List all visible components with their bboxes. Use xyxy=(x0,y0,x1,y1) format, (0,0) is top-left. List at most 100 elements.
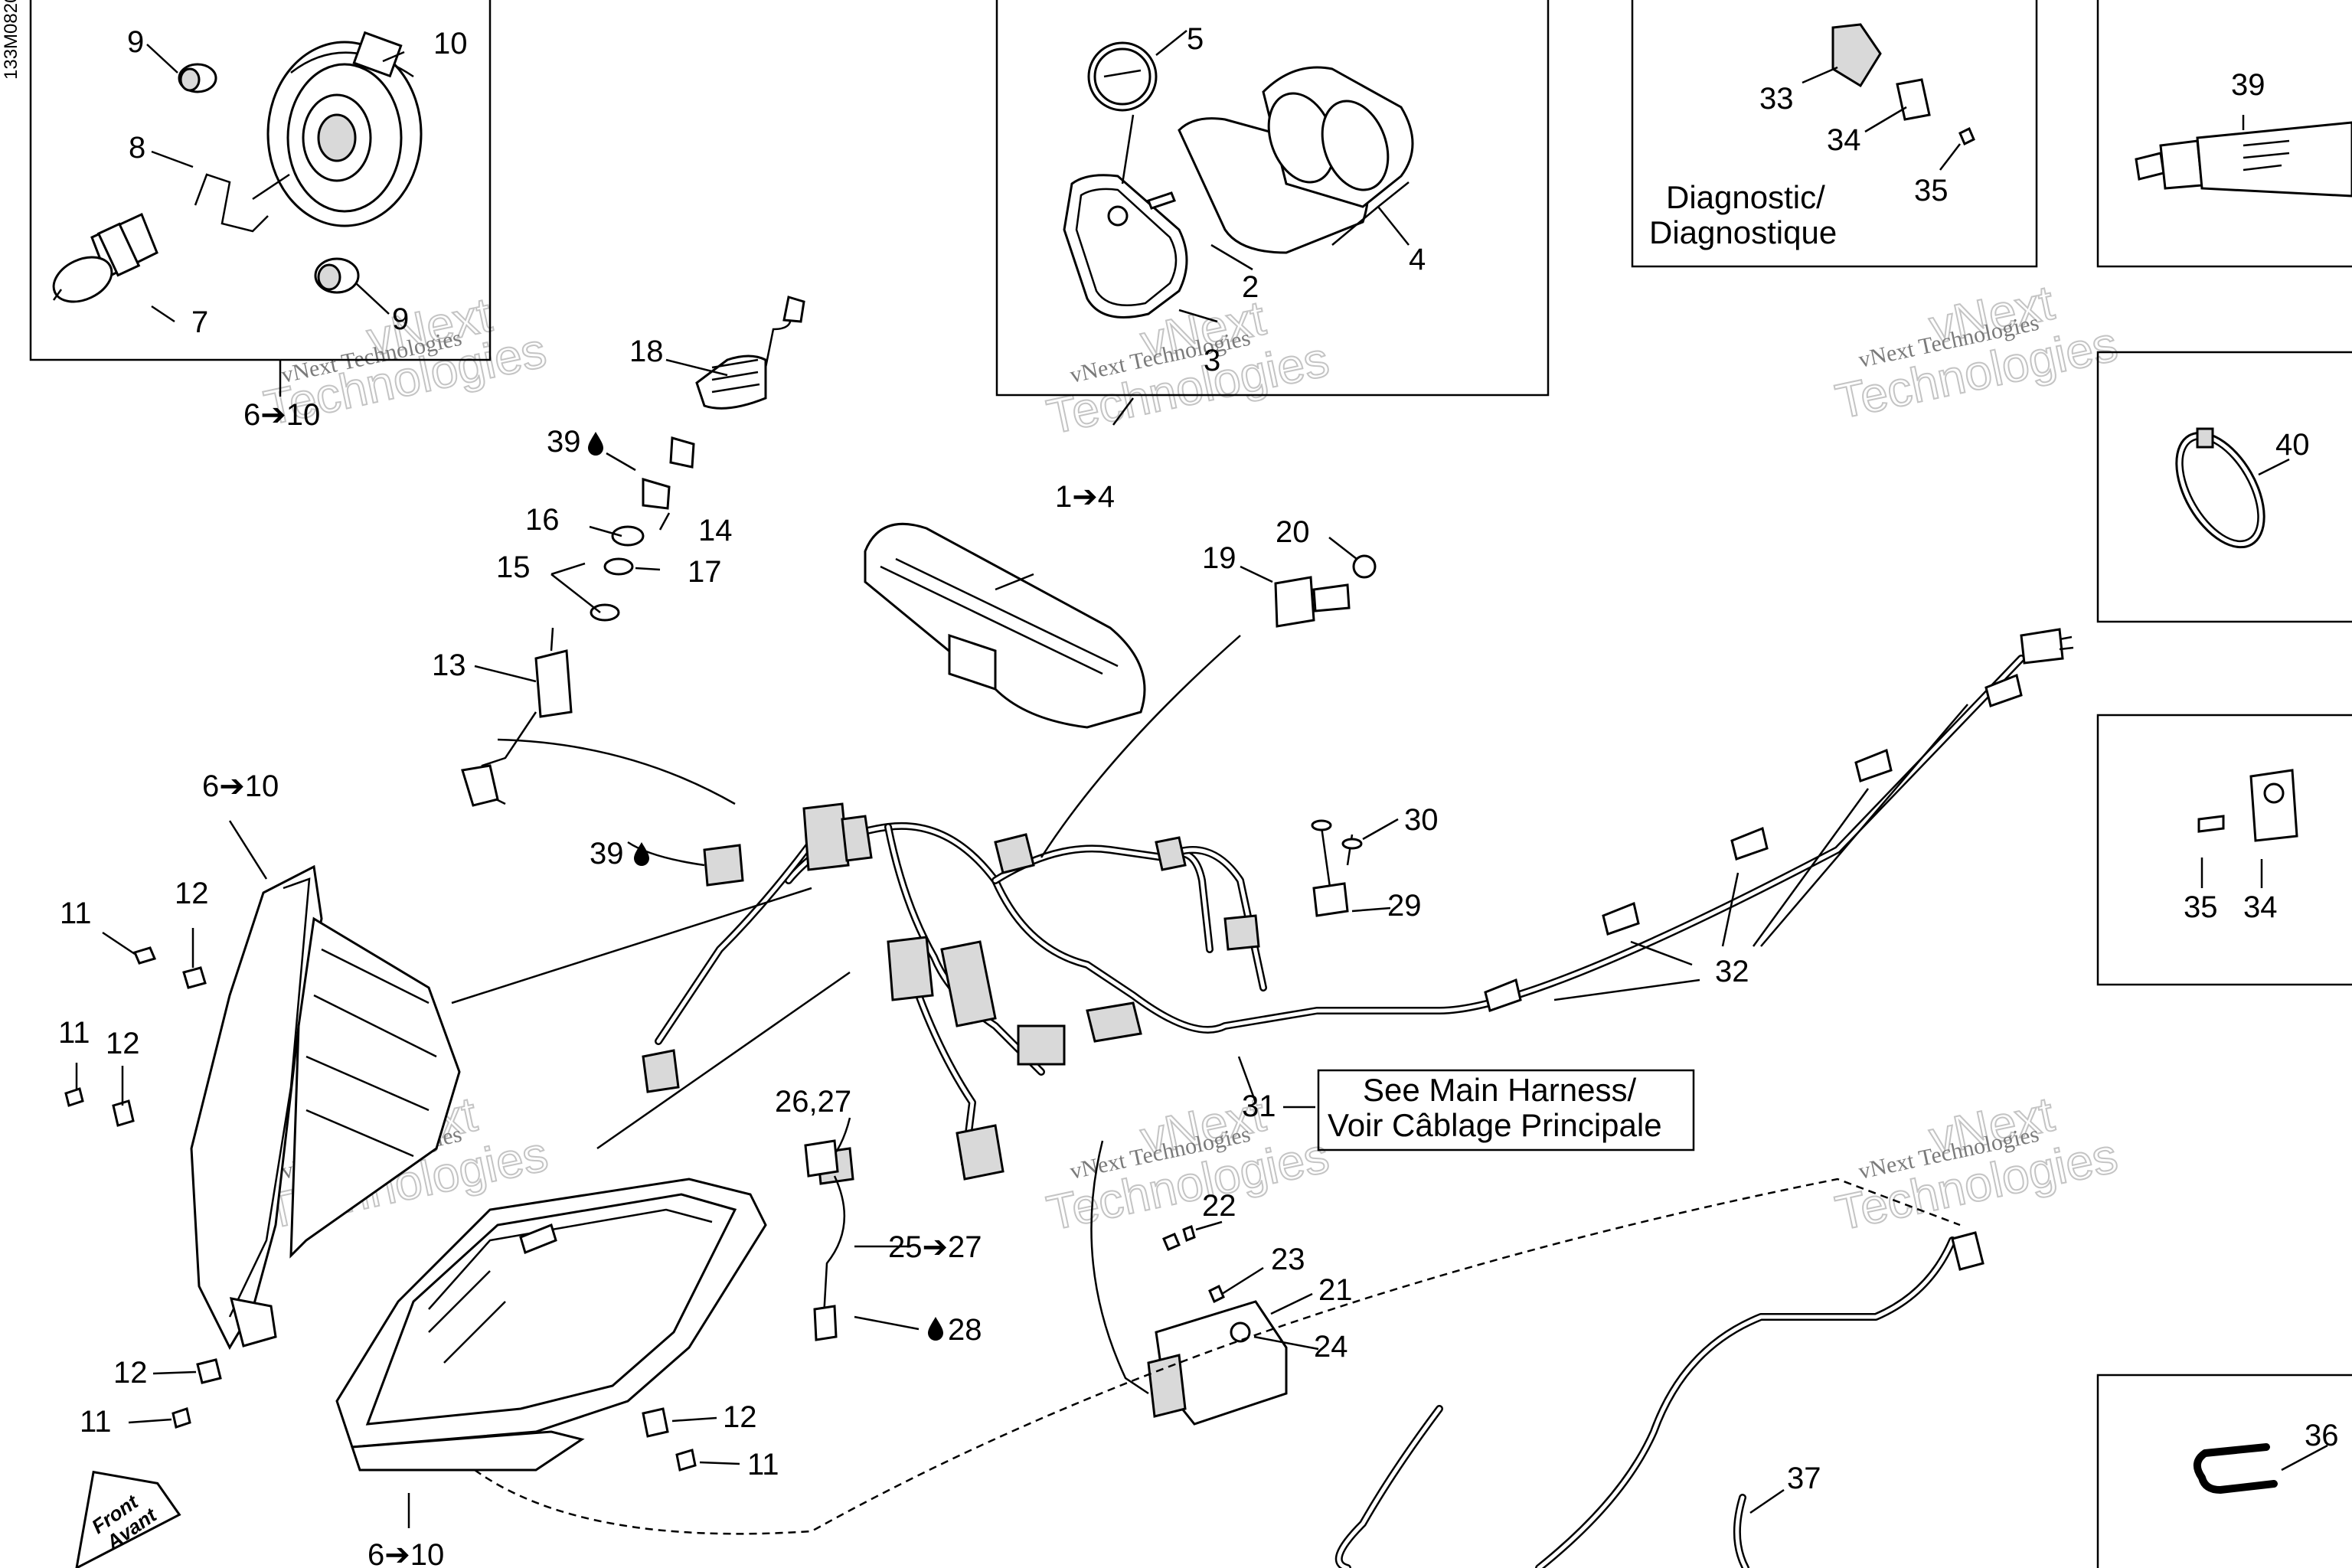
callout-33: 33 xyxy=(1759,82,1794,116)
arrow-icon xyxy=(596,971,851,1150)
sensor-stack: 18 39 14 16 17 15 13 xyxy=(432,296,805,807)
callout-9: 9 xyxy=(127,25,144,59)
grease-tube-box: 39 xyxy=(2096,0,2352,268)
bulb-socket-bottom xyxy=(314,257,360,294)
callout-21: 21 xyxy=(1318,1273,1353,1307)
callout-8: 8 xyxy=(129,131,145,165)
callout-35: 35 xyxy=(2184,890,2218,924)
instrument-cluster xyxy=(1178,66,1414,254)
module-21-24: 22 23 21 24 xyxy=(1090,1140,1353,1426)
callout-32: 32 xyxy=(1715,955,1749,988)
sensor-29-30: 30 29 xyxy=(1311,803,1439,923)
callout-9: 9 xyxy=(392,302,409,336)
drop-icon xyxy=(928,1317,943,1341)
callout-34: 34 xyxy=(2243,890,2278,924)
diagnostic-label: Diagnostic/ xyxy=(1666,179,1825,215)
callout-5: 5 xyxy=(1187,22,1204,56)
callout-31: 31 xyxy=(1242,1089,1276,1123)
callout-4: 4 xyxy=(1409,243,1426,276)
bulb-socket-top xyxy=(178,63,217,93)
arrow-icon xyxy=(1040,635,1241,858)
callout-39: 39 xyxy=(2231,68,2265,102)
callout-19: 19 xyxy=(1202,541,1236,575)
callout-11: 11 xyxy=(80,1405,112,1439)
harness-clips: 32 xyxy=(1484,673,2023,1012)
pigtail-box: 36 xyxy=(2096,1374,2352,1568)
callout-7: 7 xyxy=(191,305,208,339)
callout-36: 36 xyxy=(2305,1419,2339,1452)
callout-25-27: 25➔27 xyxy=(888,1230,982,1264)
callout-11: 11 xyxy=(60,897,92,930)
callout-22: 22 xyxy=(1202,1189,1236,1223)
callout-26-27: 26,27 xyxy=(775,1085,851,1119)
callout-12: 12 xyxy=(106,1027,140,1060)
callout-37: 37 xyxy=(1787,1462,1821,1495)
bracket-box: 35 34 xyxy=(2096,714,2352,986)
callout-24: 24 xyxy=(1314,1330,1348,1364)
arrow-icon xyxy=(451,887,812,1004)
gauge-screw xyxy=(1147,191,1176,210)
callout-16: 16 xyxy=(525,503,560,537)
callout-17: 17 xyxy=(688,555,722,589)
drop-icon xyxy=(588,432,603,456)
callout-18: 18 xyxy=(629,335,664,368)
strap-box: 40 xyxy=(2096,351,2352,623)
sensor-25-28: 26,27 25➔27 28 xyxy=(775,1085,982,1347)
headlight-right xyxy=(335,1178,767,1472)
callout-6-10: 6➔10 xyxy=(243,398,320,432)
callout-10: 10 xyxy=(433,27,468,60)
callout-14: 14 xyxy=(698,514,733,547)
callout-15: 15 xyxy=(496,550,531,584)
callout-3: 3 xyxy=(1204,344,1220,377)
headlight-bulb-box: 9 10 8 7 9 xyxy=(29,0,492,361)
callout-30: 30 xyxy=(1404,803,1439,837)
callout-13: 13 xyxy=(432,648,466,682)
callout-2: 2 xyxy=(1242,270,1259,304)
main-harness xyxy=(642,628,2074,1185)
callout-34: 34 xyxy=(1827,123,1861,157)
switch-19-20: 19 20 xyxy=(1202,515,1377,628)
cluster-assembly xyxy=(864,522,1146,729)
callout-6-10: 6➔10 xyxy=(368,1538,444,1568)
headlight-bulb xyxy=(52,212,158,303)
gauge-dial xyxy=(1087,41,1158,112)
callout-29: 29 xyxy=(1387,889,1422,923)
fastener-set-upper: 11 12 11 12 xyxy=(58,877,209,1127)
callout-39: 39 xyxy=(547,425,581,459)
callout-23: 23 xyxy=(1271,1243,1305,1276)
harness-note-line1: See Main Harness/ xyxy=(1363,1072,1636,1108)
callout-28: 28 xyxy=(948,1313,982,1347)
callout-40: 40 xyxy=(2275,428,2310,462)
diagnostic-connector xyxy=(1831,23,1882,88)
callout-12: 12 xyxy=(723,1400,757,1434)
fastener-set-lower-right: 12 11 xyxy=(642,1400,779,1481)
wire-37: 37 xyxy=(474,1178,1984,1568)
callout-12: 12 xyxy=(175,877,209,910)
drawing-id: 133M0820 xyxy=(1,0,21,80)
callout-11: 11 xyxy=(747,1448,779,1481)
diagnostic-label-fr: Diagnostique xyxy=(1649,214,1837,250)
callout-11: 11 xyxy=(58,1016,90,1050)
headlight-left xyxy=(190,864,461,1351)
diagnostic-box: 33 34 35 Diagnostic/ Diagnostique xyxy=(1631,0,2038,268)
callout-12: 12 xyxy=(113,1356,148,1390)
harness-note: See Main Harness/ Voir Câblage Principal… xyxy=(1317,1069,1695,1152)
callout-39: 39 xyxy=(590,837,624,871)
callout-6-10: 6➔10 xyxy=(202,769,279,803)
gauge-bezel xyxy=(1063,174,1188,318)
fastener-set-lower-left: 12 11 xyxy=(80,1356,222,1439)
harness-note-line2: Voir Câblage Principale xyxy=(1328,1107,1662,1143)
reflector-bowl xyxy=(266,31,423,227)
bulb-clip xyxy=(194,173,269,233)
watermark: Technologies vNext vNext Technologies Te… xyxy=(259,274,2123,1242)
front-marker: Front Avant xyxy=(74,1470,181,1568)
callout-1-4: 1➔4 xyxy=(1055,480,1115,514)
arrow-icon xyxy=(497,738,736,805)
harness-connector xyxy=(802,802,850,871)
diagnostic-nut xyxy=(1958,126,1975,146)
callout-35: 35 xyxy=(1914,174,1949,207)
gauge-box: 5 2 3 4 xyxy=(995,0,1550,397)
callout-20: 20 xyxy=(1276,515,1310,549)
drop-icon xyxy=(634,842,649,866)
